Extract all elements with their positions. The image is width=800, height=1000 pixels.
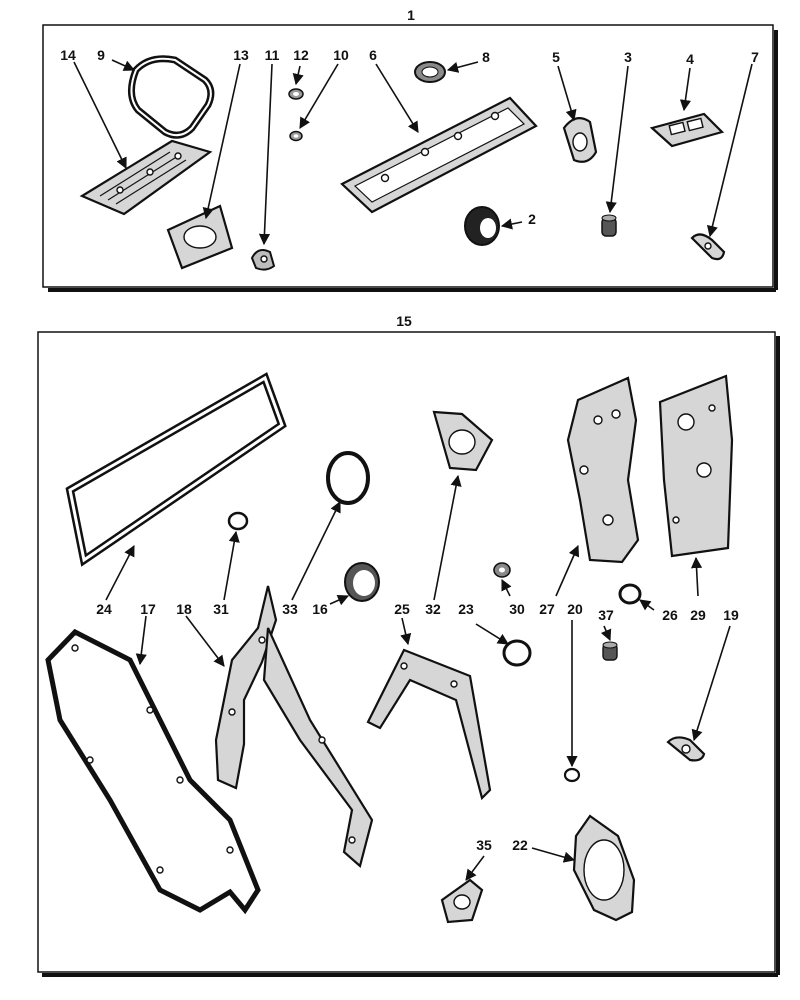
callout-3: 3 xyxy=(624,49,632,65)
part-19-gasket xyxy=(666,736,706,762)
callout-14: 14 xyxy=(60,47,76,63)
callout-25: 25 xyxy=(394,601,410,617)
part-26-oring xyxy=(618,583,642,605)
part-18-gasket xyxy=(214,585,374,868)
top-panel-title: 1 xyxy=(407,7,415,23)
callout-16: 16 xyxy=(312,601,328,617)
callout-11: 11 xyxy=(265,47,280,63)
part-32-gasket xyxy=(432,410,494,472)
callout-37: 37 xyxy=(598,607,614,623)
callout-23: 23 xyxy=(458,601,474,617)
part-12-washer xyxy=(288,88,304,100)
part-27-gasket xyxy=(566,376,640,564)
callout-6: 6 xyxy=(369,47,377,63)
callout-8: 8 xyxy=(482,49,490,65)
top-panel: 1 xyxy=(42,7,778,292)
bottom-panel-frame xyxy=(37,331,776,973)
callout-20: 20 xyxy=(567,601,583,617)
part-33-oring xyxy=(326,451,370,505)
callout-35: 35 xyxy=(476,837,492,853)
part-24-gasket xyxy=(65,372,287,567)
bottom-panel: 15 xyxy=(37,313,780,977)
part-11-clip xyxy=(250,249,276,271)
part-4-gasket xyxy=(649,112,725,148)
callout-19: 19 xyxy=(723,607,739,623)
bottom-panel-title: 15 xyxy=(396,313,412,329)
callout-9: 9 xyxy=(97,47,105,63)
callout-18: 18 xyxy=(176,601,192,617)
callout-26: 26 xyxy=(662,607,678,623)
part-29-gasket xyxy=(658,374,734,558)
part-17-gasket xyxy=(45,628,261,915)
callout-13: 13 xyxy=(233,47,249,63)
callout-24: 24 xyxy=(96,601,112,617)
callout-5: 5 xyxy=(552,49,560,65)
callout-31: 31 xyxy=(213,601,229,617)
part-31-oring xyxy=(227,511,249,531)
part-5-gasket xyxy=(562,117,598,163)
part-6-gasket xyxy=(340,96,538,214)
callout-2: 2 xyxy=(528,211,536,227)
callout-7: 7 xyxy=(751,49,759,65)
part-30-seal xyxy=(493,562,511,578)
top-panel-frame xyxy=(42,24,774,288)
part-35-gasket xyxy=(440,878,484,924)
part-14-gasket xyxy=(79,139,213,216)
part-7-gasket xyxy=(690,233,726,261)
callout-12: 12 xyxy=(293,47,309,63)
part-22-gasket xyxy=(572,814,636,922)
callout-32: 32 xyxy=(425,601,441,617)
part-13-gasket xyxy=(166,204,234,270)
callout-27: 27 xyxy=(539,601,555,617)
callout-30: 30 xyxy=(509,601,525,617)
part-37-grommet xyxy=(602,641,618,661)
callout-17: 17 xyxy=(140,601,156,617)
callout-10: 10 xyxy=(333,47,349,63)
part-10-washer xyxy=(289,130,303,142)
part-20-oring xyxy=(563,767,581,783)
part-25-gasket xyxy=(366,648,492,801)
callout-33: 33 xyxy=(282,601,298,617)
callout-22: 22 xyxy=(512,837,528,853)
part-23-oring xyxy=(502,639,532,667)
part-16-seal xyxy=(344,562,380,602)
callout-29: 29 xyxy=(690,607,706,623)
part-9-seal xyxy=(128,55,215,139)
part-2-seal xyxy=(464,206,500,246)
callout-4: 4 xyxy=(686,51,694,67)
part-3-grommet xyxy=(601,214,617,237)
part-8-seal xyxy=(414,61,446,83)
